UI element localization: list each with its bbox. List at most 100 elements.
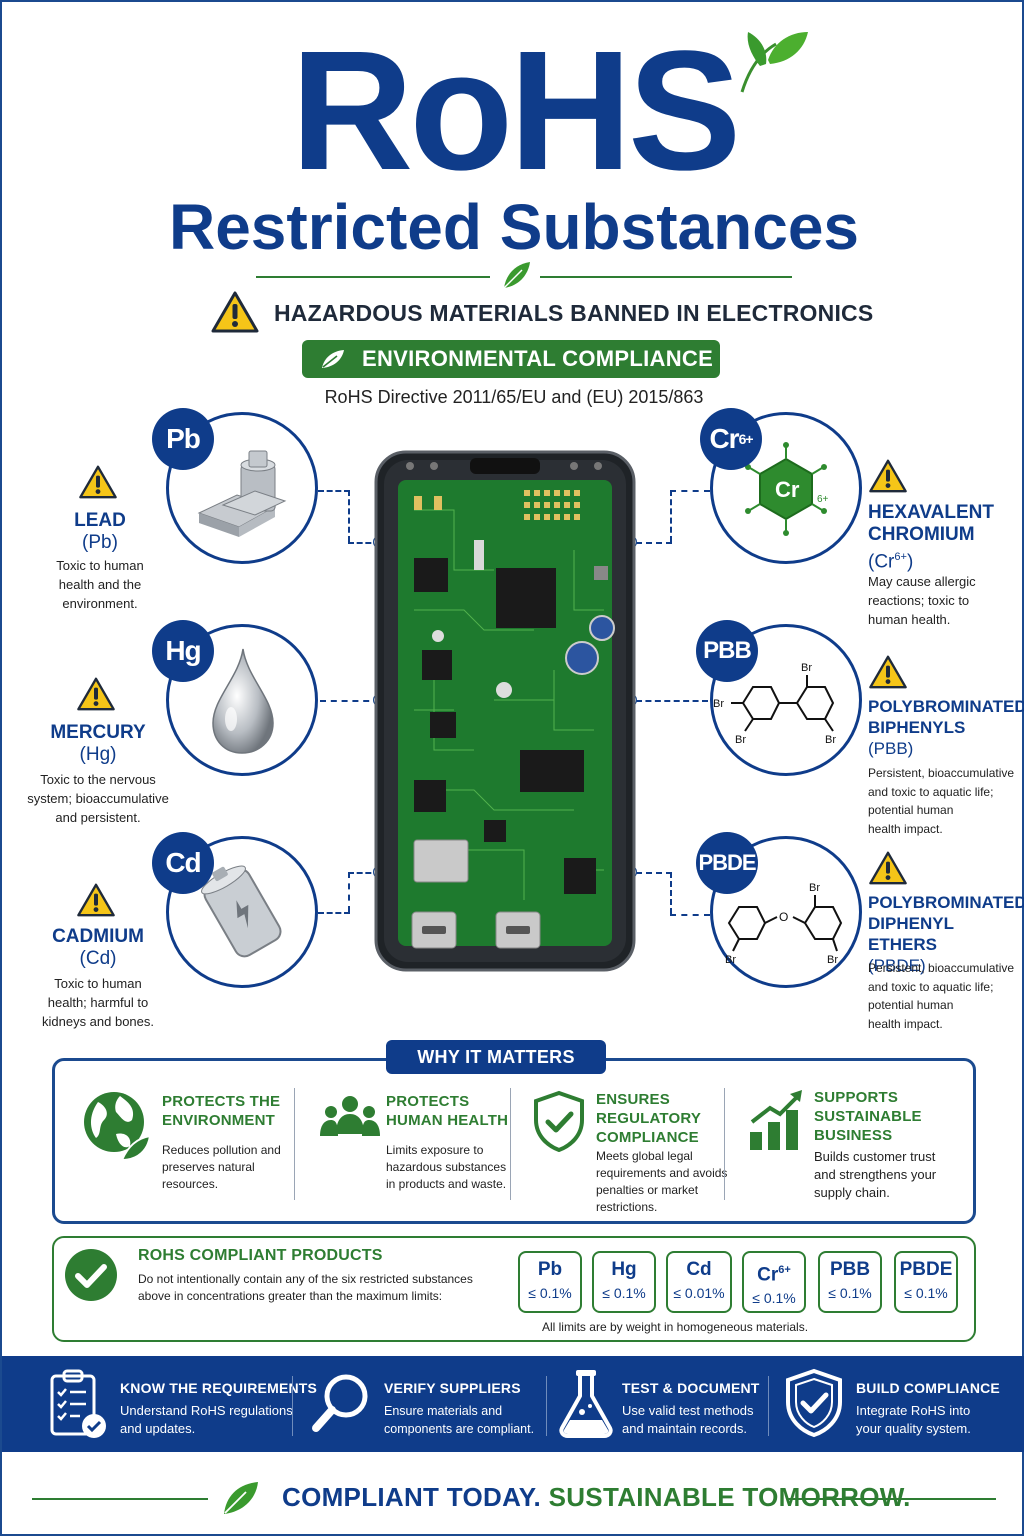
limit-badge-cr6: Cr6+ ≤ 0.1%: [742, 1251, 806, 1313]
step-desc-requirements: Understand RoHS regulations and updates.: [120, 1403, 293, 1436]
column-divider: [546, 1376, 547, 1436]
connector-line: [636, 872, 672, 874]
footer-tagline: COMPLIANT TODAY. SUSTAINABLE TOMORROW.: [282, 1482, 911, 1512]
step-title-requirements: KNOW THE REQUIREMENTS: [120, 1380, 318, 1396]
pbb-molecule-icon: Br Br Br Br: [713, 662, 836, 746]
why-desc-health: Limits exposure to hazardous substances …: [386, 1143, 507, 1191]
connector-line: [318, 912, 350, 914]
compliant-description: Do not intentionally contain any of the …: [138, 1272, 473, 1303]
environmental-compliance-badge: ENVIRONMENTAL COMPLIANCE: [302, 340, 720, 378]
leaf-icon: [322, 350, 344, 368]
circuit-board-device: [374, 450, 636, 972]
pbb-symbol-badge: PBB: [696, 620, 758, 682]
bromine-label: Br: [801, 662, 812, 674]
connector-line: [348, 490, 350, 542]
warning-icon: [79, 465, 117, 499]
footer-divider: [788, 1498, 996, 1500]
why-title-business: SUPPORTS SUSTAINABLE BUSINESS: [814, 1089, 922, 1144]
chromium-description: May cause allergic reactions; toxic to h…: [868, 574, 976, 627]
lead-name: LEAD (Pb): [74, 510, 126, 553]
bromine-label: Br: [725, 954, 736, 966]
pbb-name: POLYBROMINATED BIPHENYLS (PBB): [868, 697, 1024, 758]
main-title: RoHS: [290, 16, 742, 206]
shield-check-icon: [534, 1090, 584, 1152]
why-desc-compliance: Meets global legal requirements and avoi…: [596, 1149, 728, 1214]
mercury-droplet-icon: [212, 648, 274, 754]
action-steps-band: [2, 1356, 1024, 1452]
limit-badge-pbde: PBDE ≤ 0.1%: [894, 1251, 958, 1313]
connector-line: [670, 490, 710, 492]
page-subtitle: Restricted Substances: [168, 191, 860, 263]
pbde-description: Persistent, bioaccumulative and toxic to…: [868, 961, 1015, 1031]
mercury-symbol-badge: Hg: [152, 620, 214, 682]
connector-line: [318, 490, 350, 492]
pbde-name: POLYBROMINATED DIPHENYL ETHERS (PBDE): [868, 893, 1024, 975]
cadmium-description: Toxic to human health; harmful to kidney…: [41, 976, 155, 1029]
column-divider: [294, 1088, 295, 1200]
connector-line: [348, 872, 350, 912]
check-circle-icon: [65, 1249, 117, 1301]
chromium-icon-charge: 6+: [817, 494, 829, 505]
limit-badge-pb: Pb ≤ 0.1%: [518, 1251, 582, 1313]
mercury-description: Toxic to the nervous system; bioaccumula…: [27, 772, 169, 825]
chromium-hexagon-icon: Cr 6+: [745, 442, 829, 536]
step-desc-suppliers: Ensure materials and components are comp…: [384, 1404, 535, 1436]
pbde-molecule-icon: O Br Br Br: [725, 882, 843, 966]
connector-line: [636, 542, 672, 544]
mercury-name: MERCURY (Hg): [50, 722, 146, 765]
cadmium-symbol-badge: Cd: [152, 832, 214, 894]
warning-icon: [869, 459, 907, 493]
people-icon: [320, 1096, 380, 1136]
chromium-name: HEXAVALENT CHROMIUM (Cr6+): [868, 502, 994, 573]
leaf-icon: [740, 32, 808, 93]
pbde-symbol-badge: PBDE: [696, 832, 758, 894]
bromine-label: Br: [735, 734, 746, 746]
limit-badge-hg: Hg ≤ 0.1%: [592, 1251, 656, 1313]
warning-icon: [869, 851, 907, 885]
column-divider: [510, 1088, 511, 1200]
why-title-health: PROTECTS HUMAN HEALTH: [386, 1093, 509, 1129]
oxygen-label: O: [779, 910, 788, 924]
warning-icon: [211, 291, 259, 333]
step-desc-build: Integrate RoHS into your quality system.: [856, 1403, 971, 1436]
limit-badge-cd: Cd ≤ 0.01%: [666, 1251, 732, 1313]
why-desc-business: Builds customer trust and strengthens yo…: [814, 1149, 937, 1200]
connector-line: [348, 542, 380, 544]
footer-divider: [32, 1498, 208, 1500]
why-desc-environment: Reduces pollution and preserves natural …: [162, 1143, 281, 1191]
step-title-test: TEST & DOCUMENT: [622, 1380, 760, 1396]
step-desc-test: Use valid test methods and maintain reco…: [622, 1403, 754, 1436]
bromine-label: Br: [809, 882, 820, 894]
cadmium-battery-icon: [201, 865, 282, 958]
flask-icon: [559, 1370, 613, 1438]
column-divider: [768, 1376, 769, 1436]
warning-icon: [77, 677, 115, 711]
warning-icon: [869, 655, 907, 689]
shield-check-icon: [786, 1368, 842, 1438]
step-title-build: BUILD COMPLIANCE: [856, 1380, 1000, 1396]
why-title-environment: PROTECTS THE ENVIRONMENT: [162, 1093, 281, 1129]
leaf-icon: [224, 1482, 258, 1514]
limits-note: All limits are by weight in homogeneous …: [541, 1320, 809, 1334]
column-divider: [292, 1376, 293, 1436]
lead-symbol-badge: Pb: [152, 408, 214, 470]
chromium-circle: Cr 6+: [710, 412, 862, 564]
connector-line: [348, 872, 380, 874]
directive-reference: RoHS Directive 2011/65/EU and (EU) 2015/…: [324, 387, 704, 407]
magnifier-icon: [312, 1374, 368, 1432]
connector-line: [636, 700, 708, 702]
compliant-products-panel: [52, 1236, 976, 1342]
limit-badge-pbb: PBB ≤ 0.1%: [818, 1251, 882, 1313]
lead-ingot-icon: [197, 450, 287, 537]
globe-leaf-icon: [84, 1092, 152, 1162]
leaf-icon: [503, 262, 530, 289]
badge-label: ENVIRONMENTAL COMPLIANCE: [362, 346, 714, 371]
bromine-label: Br: [713, 698, 724, 710]
cadmium-name: CADMIUM (Cd): [52, 926, 144, 969]
lead-description: Toxic to human health and the environmen…: [56, 558, 144, 611]
why-title-compliance: ENSURES REGULATORY COMPLIANCE: [596, 1091, 702, 1146]
connector-line: [320, 700, 380, 702]
clipboard-check-icon: [50, 1369, 106, 1438]
